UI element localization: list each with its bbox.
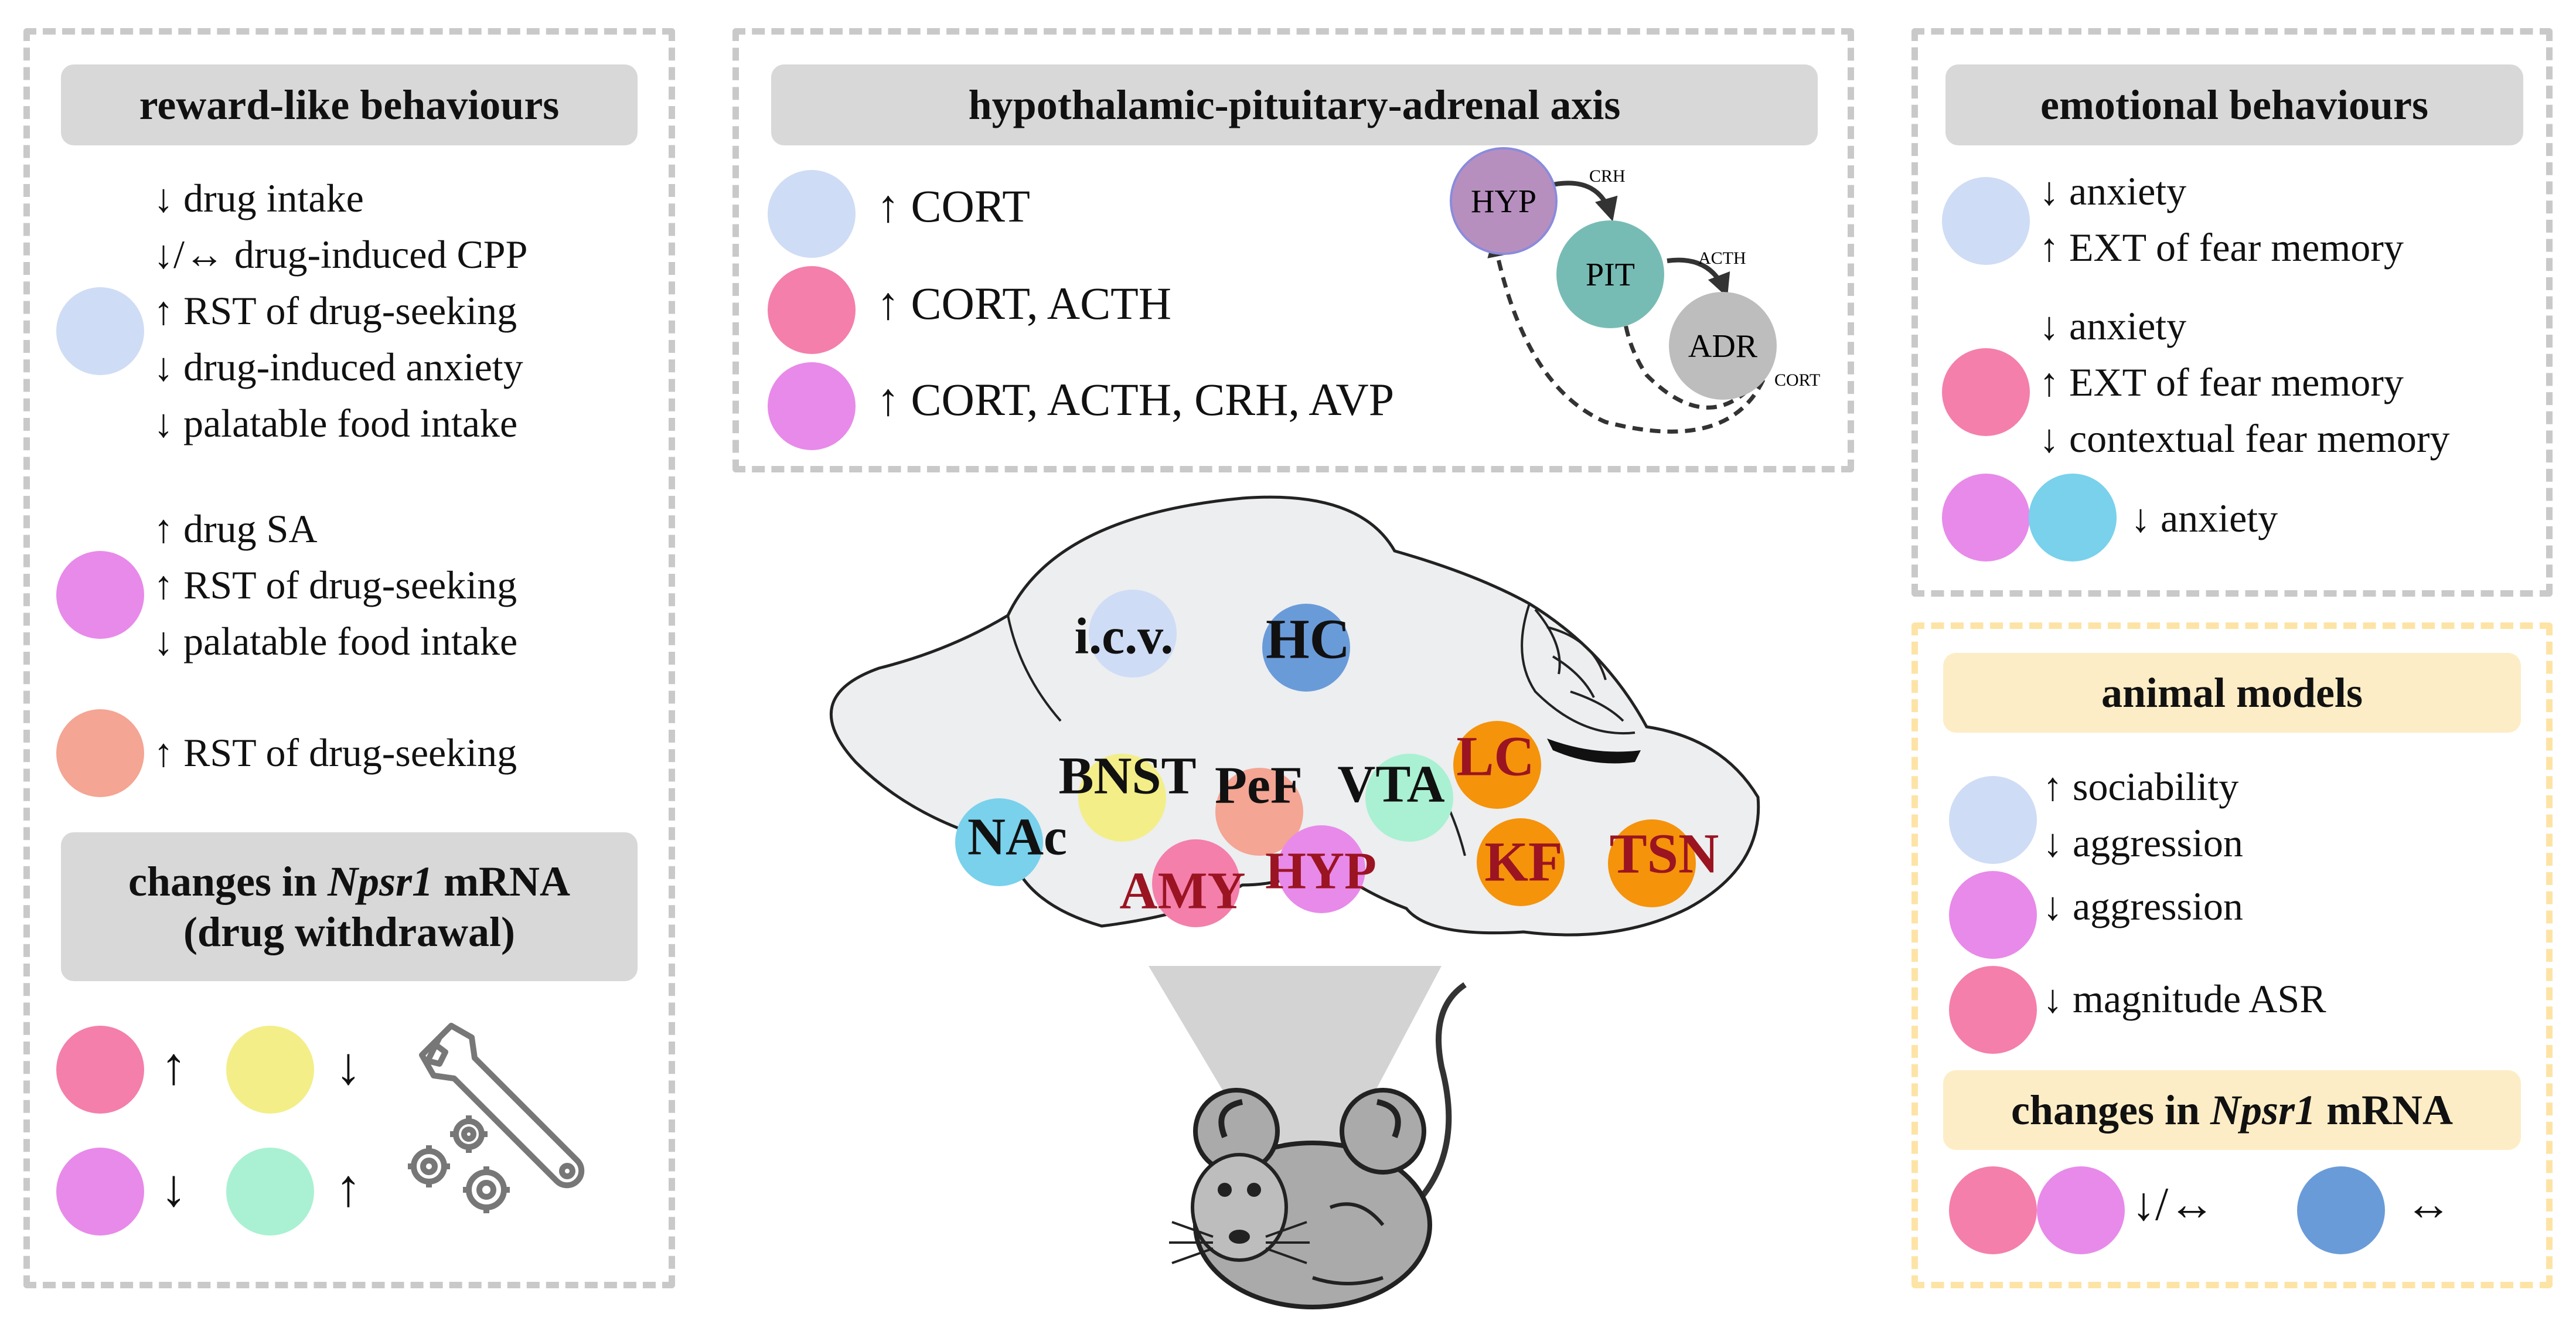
reward-item: ↓/↔ drug-induced CPP bbox=[154, 232, 528, 277]
models-item: ↓ magnitude ASR bbox=[2043, 976, 2326, 1021]
nac-label: NAc bbox=[967, 808, 1067, 866]
hyp-label: HYP bbox=[1265, 842, 1376, 900]
mouse-icon bbox=[1149, 966, 1467, 1309]
models-panel bbox=[1911, 622, 2553, 1288]
light-blue-dot bbox=[1949, 776, 2037, 864]
magenta-dot bbox=[56, 551, 144, 639]
kf-label: KF bbox=[1484, 830, 1563, 893]
pink-dot bbox=[56, 1026, 144, 1114]
hc-label: HC bbox=[1266, 607, 1350, 671]
amy-label: AMY bbox=[1119, 862, 1246, 920]
pink-dot bbox=[1949, 966, 2037, 1054]
models-item: ↓ aggression bbox=[2043, 884, 2243, 928]
models-mrna-title: changes in Npsr1 mRNA bbox=[1943, 1070, 2521, 1150]
emotional-title: emotional behaviours bbox=[1945, 64, 2523, 145]
reward-item: ↑ RST of drug-seeking bbox=[154, 730, 517, 775]
models-group1: ↑ sociability ↓ aggression bbox=[2043, 758, 2243, 871]
wrench-gears-icon bbox=[408, 1023, 585, 1213]
reward-item: ↓ drug intake bbox=[154, 176, 364, 220]
reward-group2: ↑ drug SA ↑ RST of drug-seeking ↓ palata… bbox=[154, 501, 517, 669]
magenta-dot bbox=[2037, 1166, 2125, 1254]
hpa-title: hypothalamic-pituitary-adrenal axis bbox=[771, 64, 1818, 145]
lc-region bbox=[1453, 721, 1541, 809]
adr-node-label: ADR bbox=[1688, 328, 1758, 365]
tsn-label: TSN bbox=[1609, 822, 1719, 885]
reward-item: ↓ drug-induced anxiety bbox=[154, 345, 523, 389]
models-item: ↓ aggression bbox=[2043, 821, 2243, 865]
hc-region bbox=[1262, 604, 1350, 692]
magenta-dot bbox=[768, 362, 856, 450]
reward-item: ↑ drug SA bbox=[154, 506, 318, 551]
mrna-arrow: ↔ bbox=[2405, 1179, 2452, 1230]
hpa-row: ↑ CORT bbox=[877, 181, 1030, 232]
cyan-dot bbox=[2029, 474, 2117, 561]
hyp-node bbox=[1450, 147, 1558, 255]
vta-region bbox=[1365, 754, 1453, 842]
amy-region bbox=[1152, 839, 1240, 927]
hpa-panel bbox=[732, 28, 1854, 472]
emotional-group2: ↓ anxiety ↑ EXT of fear memory ↓ context… bbox=[2039, 298, 2450, 467]
pink-dot bbox=[768, 266, 856, 354]
reward-panel bbox=[23, 28, 675, 1288]
light-blue-dot bbox=[768, 170, 856, 258]
hpa-row: ↑ CORT, ACTH, CRH, AVP bbox=[877, 374, 1395, 425]
withdrawal-arrow: ↓ bbox=[161, 1159, 187, 1217]
magenta-dot bbox=[1949, 871, 2037, 959]
withdrawal-title: changes in Npsr1 mRNA (drug withdrawal) bbox=[61, 832, 638, 981]
mint-dot bbox=[226, 1148, 314, 1236]
emotional-group1: ↓ anxiety ↑ EXT of fear memory bbox=[2039, 163, 2404, 275]
icv-region bbox=[1089, 590, 1177, 678]
emotional-item: ↓ anxiety bbox=[2131, 496, 2278, 540]
light-blue-dot bbox=[1942, 177, 2030, 265]
models-item: ↑ sociability bbox=[2043, 764, 2239, 809]
hpa-axis-diagram: HYP PIT ADR CRH ACTH CORT bbox=[1450, 147, 1820, 434]
pit-node-label: PIT bbox=[1586, 257, 1635, 293]
hpa-row: ↑ CORT, ACTH bbox=[877, 278, 1172, 329]
emotional-item: ↓ anxiety bbox=[2039, 304, 2187, 348]
withdrawal-arrow: ↓ bbox=[335, 1037, 362, 1095]
vta-label: VTA bbox=[1337, 755, 1445, 814]
models-title: animal models bbox=[1943, 653, 2521, 733]
pink-dot bbox=[1942, 348, 2030, 436]
pef-label: PeF bbox=[1215, 756, 1303, 815]
light-blue-dot bbox=[56, 287, 144, 375]
cort-arrow-label: CORT bbox=[1774, 370, 1820, 390]
hyp-region bbox=[1277, 825, 1365, 913]
reward-item: ↑ RST of drug-seeking bbox=[154, 563, 517, 607]
blue-dot bbox=[2297, 1166, 2385, 1254]
withdrawal-arrow: ↑ bbox=[335, 1159, 362, 1217]
magenta-dot bbox=[56, 1148, 144, 1236]
bnst-label: BNST bbox=[1058, 747, 1197, 805]
hyp-node-label: HYP bbox=[1471, 183, 1536, 220]
tsn-region bbox=[1608, 819, 1696, 907]
icv-label: i.c.v. bbox=[1074, 608, 1174, 665]
lc-label: LC bbox=[1456, 724, 1535, 788]
salmon-dot bbox=[56, 709, 144, 797]
pink-dot bbox=[1949, 1166, 2037, 1254]
mrna-arrow: ↓/↔ bbox=[2132, 1179, 2216, 1230]
reward-group1: ↓ drug intake ↓/↔ drug-induced CPP ↑ RST… bbox=[154, 170, 527, 451]
reward-item: ↓ palatable food intake bbox=[154, 401, 518, 445]
reward-item: ↓ palatable food intake bbox=[154, 619, 518, 663]
adr-node bbox=[1669, 292, 1777, 400]
reward-title: reward-like behaviours bbox=[61, 64, 638, 145]
kf-region bbox=[1477, 818, 1565, 906]
crh-arrow-label: CRH bbox=[1589, 166, 1626, 186]
bnst-region bbox=[1078, 754, 1166, 842]
emotional-item: ↑ EXT of fear memory bbox=[2039, 360, 2404, 404]
withdrawal-arrow: ↑ bbox=[161, 1037, 187, 1095]
emotional-item: ↓ anxiety bbox=[2039, 169, 2187, 213]
nac-region bbox=[955, 798, 1043, 886]
emotional-item: ↑ EXT of fear memory bbox=[2039, 225, 2404, 270]
acth-arrow-label: ACTH bbox=[1698, 249, 1746, 268]
emotional-panel bbox=[1911, 28, 2553, 597]
magenta-dot bbox=[1942, 474, 2030, 561]
yellow-dot bbox=[226, 1026, 314, 1114]
reward-item: ↑ RST of drug-seeking bbox=[154, 288, 517, 333]
emotional-item: ↓ contextual fear memory bbox=[2039, 416, 2450, 461]
pit-node bbox=[1556, 220, 1664, 328]
